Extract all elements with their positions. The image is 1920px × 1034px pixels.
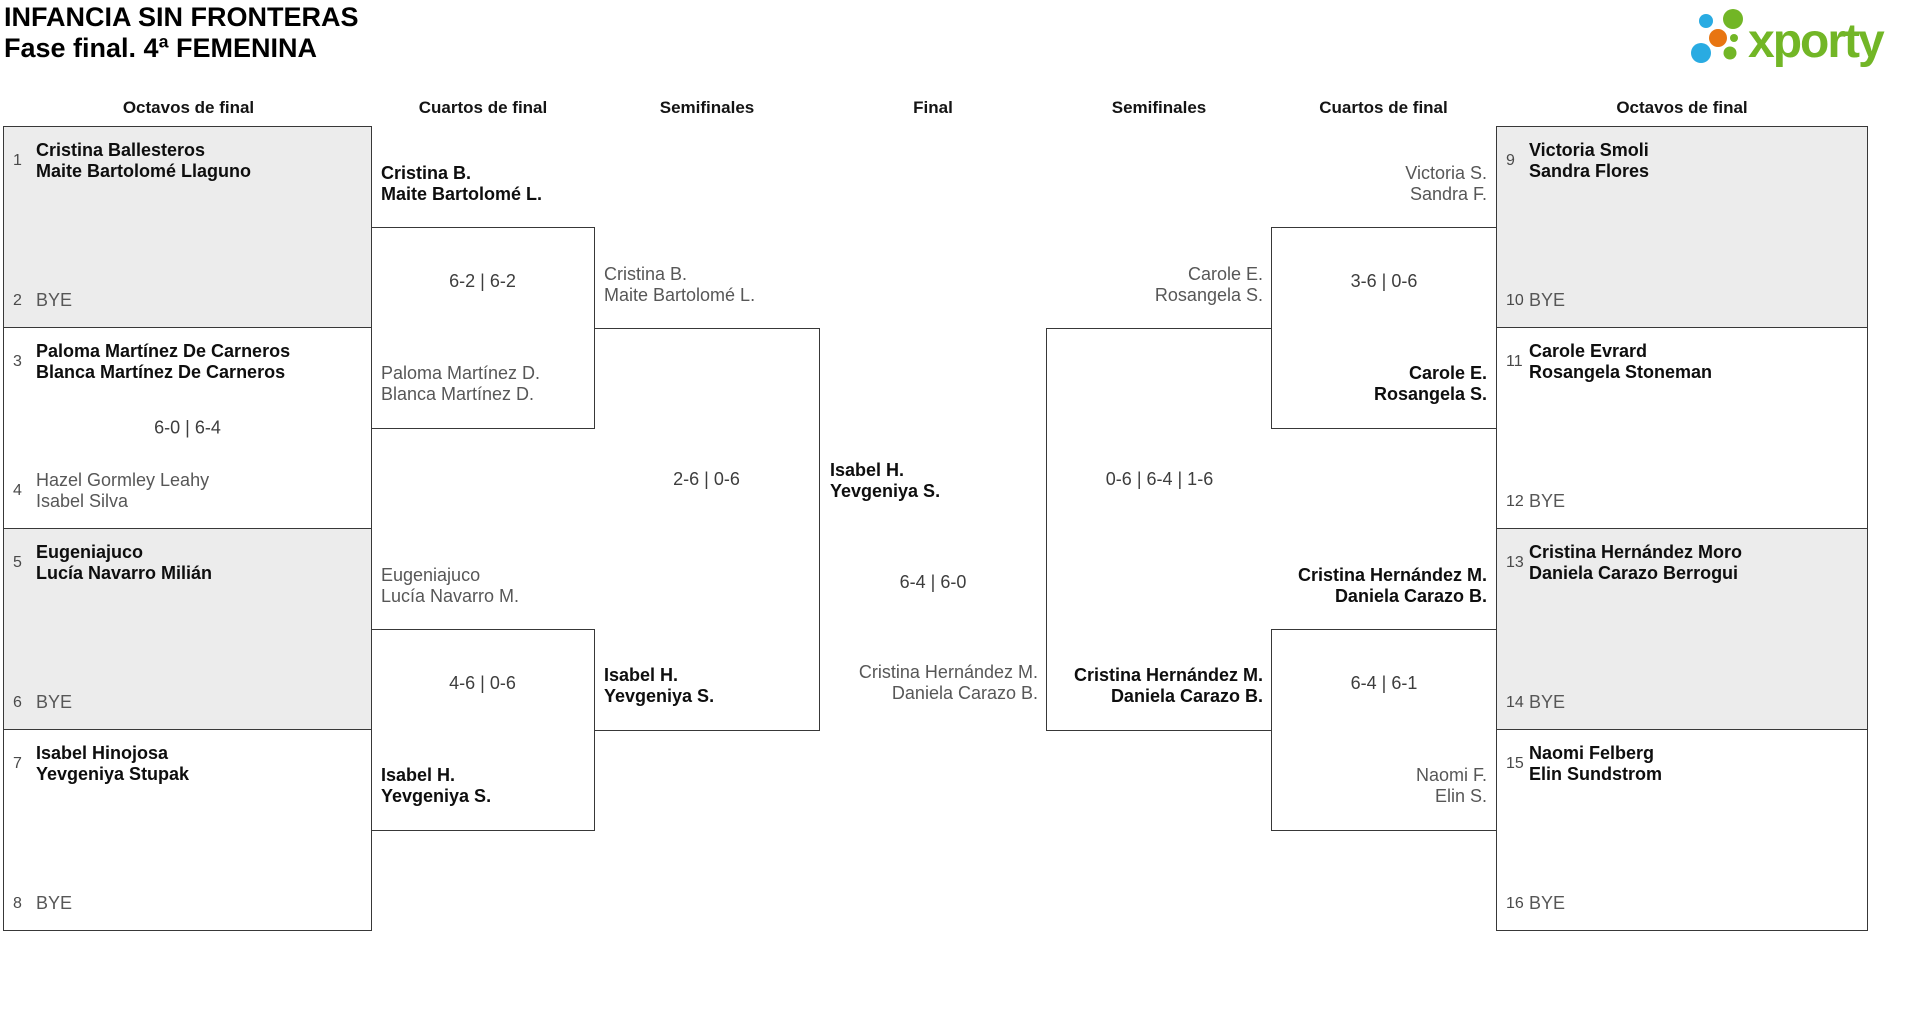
team-name: BYE	[1529, 290, 1566, 310]
logo-dot-green-tiny	[1730, 34, 1738, 42]
team-name: Carole E. Rosangela S.	[1154, 264, 1263, 305]
phase-category: Fase final. 4ª FEMENINA	[4, 33, 318, 63]
team-name: Hazel Gormley Leahy Isabel Silva	[36, 470, 210, 511]
team-name: Isabel H. Yevgeniya S.	[604, 665, 715, 706]
match-score: 4-6 | 0-6	[449, 673, 516, 693]
seed-number: 7	[13, 755, 22, 772]
match-score: 6-2 | 6-2	[449, 271, 516, 291]
match-box-r16-8: 15 Naomi Felberg Elin Sundstrom 16 BYE	[1496, 729, 1868, 931]
team-name: Carole E. Rosangela S.	[1373, 363, 1487, 404]
seed-number: 2	[13, 291, 22, 309]
match-box-r16-4: 7 Isabel Hinojosa Yevgeniya Stupak 8 BYE	[3, 729, 372, 931]
team-name: Victoria S. Sandra F.	[1405, 163, 1487, 204]
seed-number: 8	[13, 894, 22, 912]
final-loser-team: Cristina Hernández M. Daniela Carazo B.	[858, 662, 1038, 703]
team-name: BYE	[1529, 692, 1566, 712]
team-name: Naomi F. Elin S.	[1415, 765, 1487, 806]
team-name: Paloma Martínez De Carneros Blanca Martí…	[36, 341, 291, 382]
round-header-r16-right: Octavos de final	[1616, 98, 1748, 117]
team-name: BYE	[36, 290, 73, 310]
round-header-sf-right: Semifinales	[1111, 98, 1207, 117]
match-box-qf-right-1: Victoria S. Sandra F. 3-6 | 0-6 Carole E…	[1271, 163, 1496, 429]
seed-number: 5	[13, 554, 22, 571]
match-box-r16-7: 13 Cristina Hernández Moro Daniela Carazo…	[1496, 528, 1868, 730]
team-name: BYE	[36, 893, 73, 913]
seed-number: 13	[1506, 554, 1524, 571]
logo-dot-blue-small	[1699, 14, 1713, 28]
logo-wordmark: xporty	[1748, 15, 1885, 68]
final-winner-team: Isabel H. Yevgeniya S.	[830, 460, 941, 501]
match-box-r16-5: 9 Victoria Smoli Sandra Flores 10 BYE	[1496, 126, 1868, 328]
xporty-logo[interactable]: xporty	[1686, 4, 1920, 80]
logo-dot-blue-large	[1691, 43, 1711, 63]
seed-number: 6	[13, 693, 22, 711]
team-name: BYE	[36, 692, 73, 712]
team-name: Cristina Hernández M. Daniela Carazo B.	[1297, 565, 1487, 606]
round-header-qf-right: Cuartos de final	[1319, 98, 1448, 117]
round-header-final: Final	[913, 98, 953, 117]
match-box-qf-right-2: Cristina Hernández M. Daniela Carazo B. …	[1271, 565, 1496, 831]
team-name: Eugeniajuco Lucía Navarro M.	[381, 565, 520, 606]
team-name: Isabel H. Yevgeniya S.	[381, 765, 492, 806]
logo-dot-orange	[1709, 29, 1727, 47]
match-box-r16-6: 11 Carole Evrard Rosangela Stoneman 12 BYE	[1496, 327, 1868, 529]
logo-dot-green-large	[1723, 9, 1743, 29]
team-name: Paloma Martínez D. Blanca Martínez D.	[381, 363, 541, 404]
match-score: 0-6 | 6-4 | 1-6	[1105, 469, 1214, 489]
round-header-qf-left: Cuartos de final	[418, 98, 548, 117]
team-name: Naomi Felberg Elin Sundstrom	[1529, 743, 1663, 784]
seed-number: 15	[1506, 755, 1524, 772]
seed-number: 4	[13, 482, 22, 499]
match-box-r16-1: 1 Cristina Ballesteros Maite Bartolomé Ll…	[3, 126, 372, 328]
match-box-r16-2: 3 Paloma Martínez De Carneros Blanca Mart…	[3, 327, 372, 529]
team-name: Cristina B. Maite Bartolomé L.	[604, 264, 756, 305]
match-score: 3-6 | 0-6	[1350, 271, 1418, 291]
seed-number: 9	[1506, 152, 1515, 169]
team-name: Victoria Smoli Sandra Flores	[1529, 140, 1650, 181]
round-header-r16-left: Octavos de final	[122, 98, 255, 117]
team-name: Isabel Hinojosa Yevgeniya Stupak	[36, 743, 190, 784]
match-box-sf-left: Cristina B. Maite Bartolomé L. 2-6 | 0-6…	[594, 264, 820, 731]
match-box-qf-left-1: Cristina B. Maite Bartolomé L. 6-2 | 6-2…	[371, 163, 595, 429]
team-name: Cristina Ballesteros Maite Bartolomé Lla…	[36, 140, 252, 181]
seed-number: 10	[1506, 291, 1524, 309]
tournament-name: INFANCIA SIN FRONTERAS	[4, 2, 359, 32]
final-score: 6-4 | 6-0	[899, 572, 967, 592]
seed-number: 3	[13, 353, 22, 370]
page-title: INFANCIA SIN FRONTERAS Fase final. 4ª FE…	[4, 2, 359, 64]
team-name: BYE	[1529, 491, 1566, 511]
match-box-r16-3: 5 Eugeniajuco Lucía Navarro Milián 6 BYE	[3, 528, 372, 730]
seed-number: 16	[1506, 894, 1524, 912]
team-name: BYE	[1529, 893, 1566, 913]
round-header-sf-left: Semifinales	[659, 98, 755, 117]
team-name: Cristina Hernández Moro Daniela Carazo B…	[1529, 542, 1743, 583]
match-box-qf-left-2: Eugeniajuco Lucía Navarro M. 4-6 | 0-6 I…	[371, 565, 595, 831]
logo-dot-green-small	[1723, 46, 1737, 60]
seed-number: 1	[13, 152, 22, 169]
team-name: Cristina B. Maite Bartolomé L.	[381, 163, 543, 204]
seed-number: 14	[1506, 693, 1524, 711]
match-score: 2-6 | 0-6	[673, 469, 740, 489]
match-score: 6-0 | 6-4	[154, 417, 221, 438]
match-score: 6-4 | 6-1	[1350, 673, 1418, 693]
team-name: Eugeniajuco Lucía Navarro Milián	[36, 542, 213, 583]
seed-number: 12	[1506, 492, 1524, 510]
match-box-sf-right: Carole E. Rosangela S. 0-6 | 6-4 | 1-6 C…	[1046, 264, 1272, 731]
team-name: Carole Evrard Rosangela Stoneman	[1529, 341, 1713, 382]
team-name: Cristina Hernández M. Daniela Carazo B.	[1073, 665, 1263, 706]
seed-number: 11	[1506, 353, 1523, 370]
